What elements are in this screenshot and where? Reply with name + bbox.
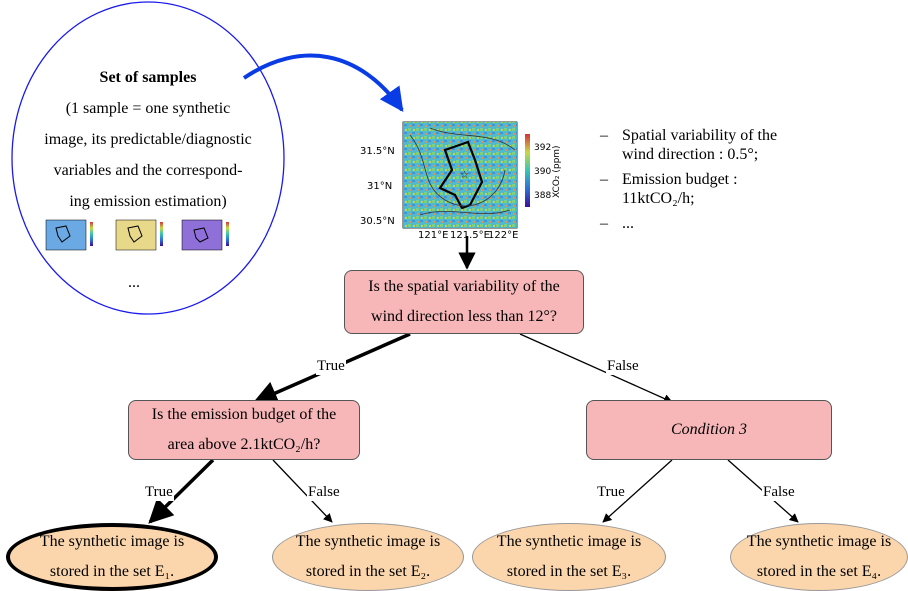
colorbar-tick-1: 392 bbox=[534, 143, 552, 153]
edge-label-root-false: False bbox=[606, 358, 640, 375]
leaf-e2-line-2: stored in the set E₂. bbox=[305, 563, 431, 580]
left-decision-node: Is the emission budget of the area above… bbox=[128, 400, 360, 460]
colorbar bbox=[525, 134, 530, 207]
feature-2-line-2: 11ktCO₂/h; bbox=[622, 190, 695, 207]
edge-label-left-false: False bbox=[307, 484, 341, 501]
condition-3-label: Condition 3 bbox=[670, 421, 747, 438]
edge-label-right-false: False bbox=[762, 484, 796, 501]
feature-2-line-1: Emission budget : bbox=[622, 171, 738, 188]
samples-desc-1: (1 sample = one synthetic bbox=[65, 100, 231, 117]
leaf-e2: The synthetic image is stored in the set… bbox=[272, 523, 464, 591]
leaf-e1-line-2: stored in the set E₁. bbox=[49, 563, 175, 580]
right-decision-node: Condition 3 bbox=[586, 400, 832, 460]
map-xtick-2: 121.5°E bbox=[450, 230, 490, 241]
root-line-2: wind direction less than 12°? bbox=[371, 308, 557, 325]
leaf-e4-line-2: stored in the set E₄. bbox=[756, 563, 882, 580]
edge-left-true bbox=[148, 458, 215, 524]
map-ytick-2: 31°N bbox=[367, 181, 393, 192]
map-xtick-1: 121°E bbox=[418, 230, 449, 241]
feature-item: – ... bbox=[600, 215, 634, 232]
root-decision-node: Is the spatial variability of the wind d… bbox=[344, 270, 584, 334]
root-line-1: Is the spatial variability of the bbox=[368, 278, 560, 295]
leaf-e3: The synthetic image is stored in the set… bbox=[472, 523, 666, 591]
feature-1-line-1: Spatial variability of the bbox=[622, 127, 778, 144]
samples-desc-4: ing emission estimation) bbox=[69, 193, 227, 210]
leaf-e1-line-1: The synthetic image is bbox=[39, 533, 185, 550]
edge-label-root-true: True bbox=[316, 358, 346, 375]
samples-desc-2: image, its predictable/diagnostic bbox=[44, 131, 252, 148]
samples-ellipse bbox=[11, 1, 285, 315]
leaf-e2-line-1: The synthetic image is bbox=[295, 533, 441, 550]
samples-text: Set of samples (1 sample = one synthetic… bbox=[22, 62, 274, 217]
feature-1-line-2: wind direction : 0.5°; bbox=[622, 146, 759, 163]
sample-thumbnail-3 bbox=[181, 219, 229, 251]
xco2-map: ☆ bbox=[402, 121, 518, 229]
leaf-e1: The synthetic image is stored in the set… bbox=[6, 523, 218, 591]
leaf-e4: The synthetic image is stored in the set… bbox=[730, 523, 908, 591]
map-ytick-3: 30.5°N bbox=[360, 216, 395, 227]
sample-thumbnail-1 bbox=[45, 219, 93, 251]
leaf-e3-line-1: The synthetic image is bbox=[496, 533, 642, 550]
edge-label-right-true: True bbox=[596, 484, 626, 501]
samples-ellipsis: ... bbox=[128, 274, 140, 291]
map-xtick-3: 122°E bbox=[488, 230, 519, 241]
colorbar-tick-3: 388 bbox=[534, 191, 552, 201]
edge-root-false bbox=[519, 333, 673, 403]
samples-title: Set of samples bbox=[99, 69, 197, 86]
left-line-2: area above 2.1ktCO₂/h? bbox=[167, 436, 321, 453]
leaf-e3-line-2: stored in the set E₃. bbox=[506, 563, 632, 580]
sample-thumbnail-2 bbox=[115, 219, 163, 251]
svg-text:☆: ☆ bbox=[460, 170, 469, 181]
colorbar-tick-2: 390 bbox=[534, 167, 552, 177]
colorbar-label: XCO₂ (ppm) bbox=[552, 145, 562, 198]
edge-left-false bbox=[272, 459, 333, 523]
samples-desc-3: variables and the correspond- bbox=[53, 162, 243, 179]
edge-right-true bbox=[602, 459, 673, 523]
feature-3-line-1: ... bbox=[622, 215, 634, 232]
left-line-1: Is the emission budget of the bbox=[151, 406, 337, 423]
samples-to-map-arrow bbox=[242, 53, 404, 112]
map-ytick-1: 31.5°N bbox=[360, 146, 395, 157]
edge-label-left-true: True bbox=[144, 484, 174, 501]
feature-item: – Emission budget :11ktCO₂/h; bbox=[600, 171, 738, 207]
leaf-e4-line-1: The synthetic image is bbox=[746, 533, 892, 550]
